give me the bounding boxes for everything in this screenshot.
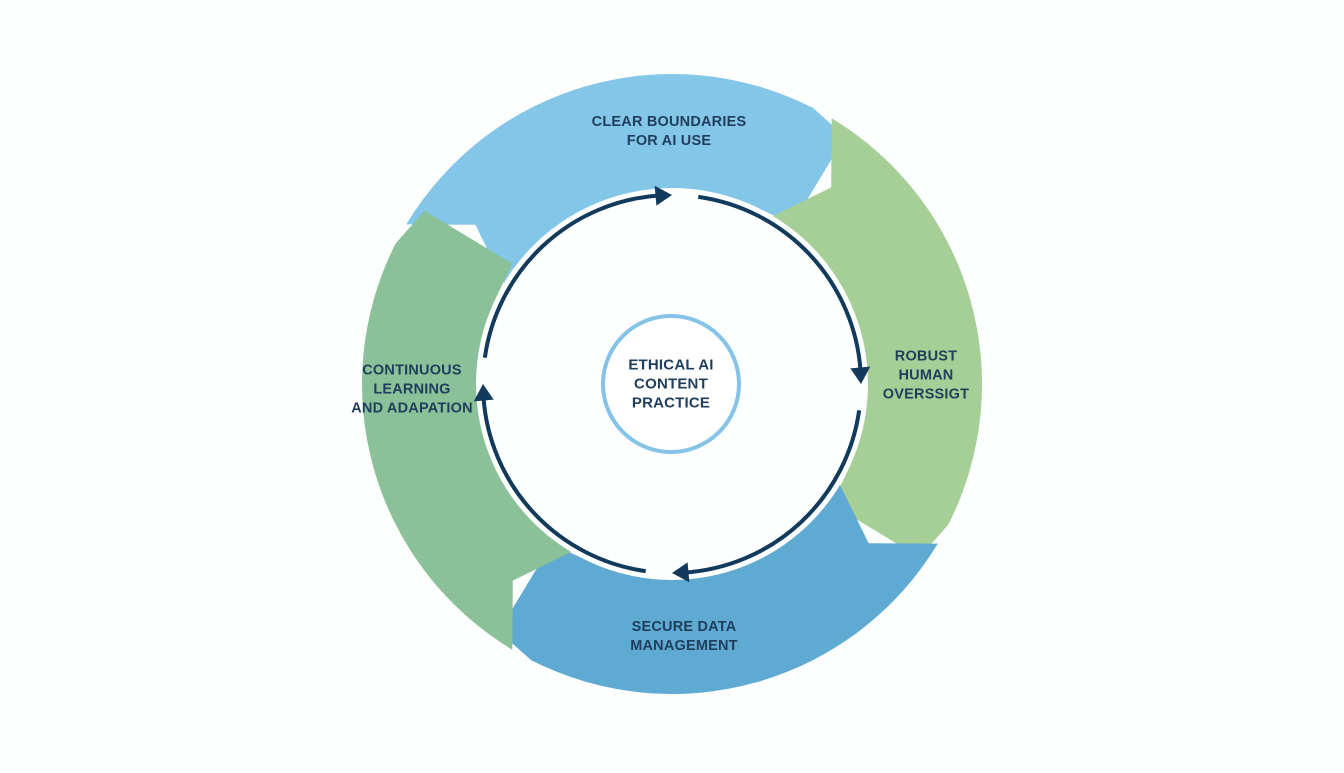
segment-label-continuous-learning: CONTINUOUS LEARNING AND ADAPATION <box>351 362 473 419</box>
label-line: FOR AI USE <box>626 133 712 149</box>
cycle-arc <box>481 397 646 574</box>
segment-label-human-oversight: ROBUST HUMAN OVERSSIGT <box>883 348 969 405</box>
label-line: SECURE DATA <box>631 619 737 635</box>
cycle-arrowhead-icon <box>672 562 690 583</box>
label-line: AND ADAPATION <box>351 400 473 417</box>
label-line: PRACTICE <box>631 394 711 412</box>
cycle-arrowhead-icon <box>850 366 871 384</box>
label-line: CONTENT <box>634 375 708 393</box>
cycle-arrowhead-icon <box>473 384 494 402</box>
segment-label-secure-data: SECURE DATA MANAGEMENT <box>630 618 738 656</box>
cycle-arc <box>482 193 659 358</box>
label-line: HUMAN <box>898 367 954 384</box>
cycle-arc <box>698 194 863 371</box>
segment-secure-data <box>498 484 938 695</box>
label-line: OVERSSIGT <box>882 386 970 403</box>
center-circle <box>601 314 741 454</box>
segment-label-clear-boundaries: CLEAR BOUNDARIES FOR AI USE <box>592 113 747 151</box>
label-line: CONTINUOUS <box>362 362 462 379</box>
label-line: ETHICAL AI <box>628 356 714 374</box>
label-line: MANAGEMENT <box>630 638 738 654</box>
segment-human-oversight <box>772 118 983 558</box>
label-line: ROBUST <box>894 348 958 365</box>
segment-clear-boundaries <box>406 74 846 284</box>
cycle-arc <box>685 410 862 575</box>
label-line: CLEAR BOUNDARIES <box>591 114 747 130</box>
cycle-arrowhead-icon <box>654 185 672 206</box>
segment-continuous-learning <box>362 210 572 650</box>
center-label: ETHICAL AI CONTENT PRACTICE <box>628 356 713 413</box>
label-line: LEARNING <box>373 381 451 398</box>
